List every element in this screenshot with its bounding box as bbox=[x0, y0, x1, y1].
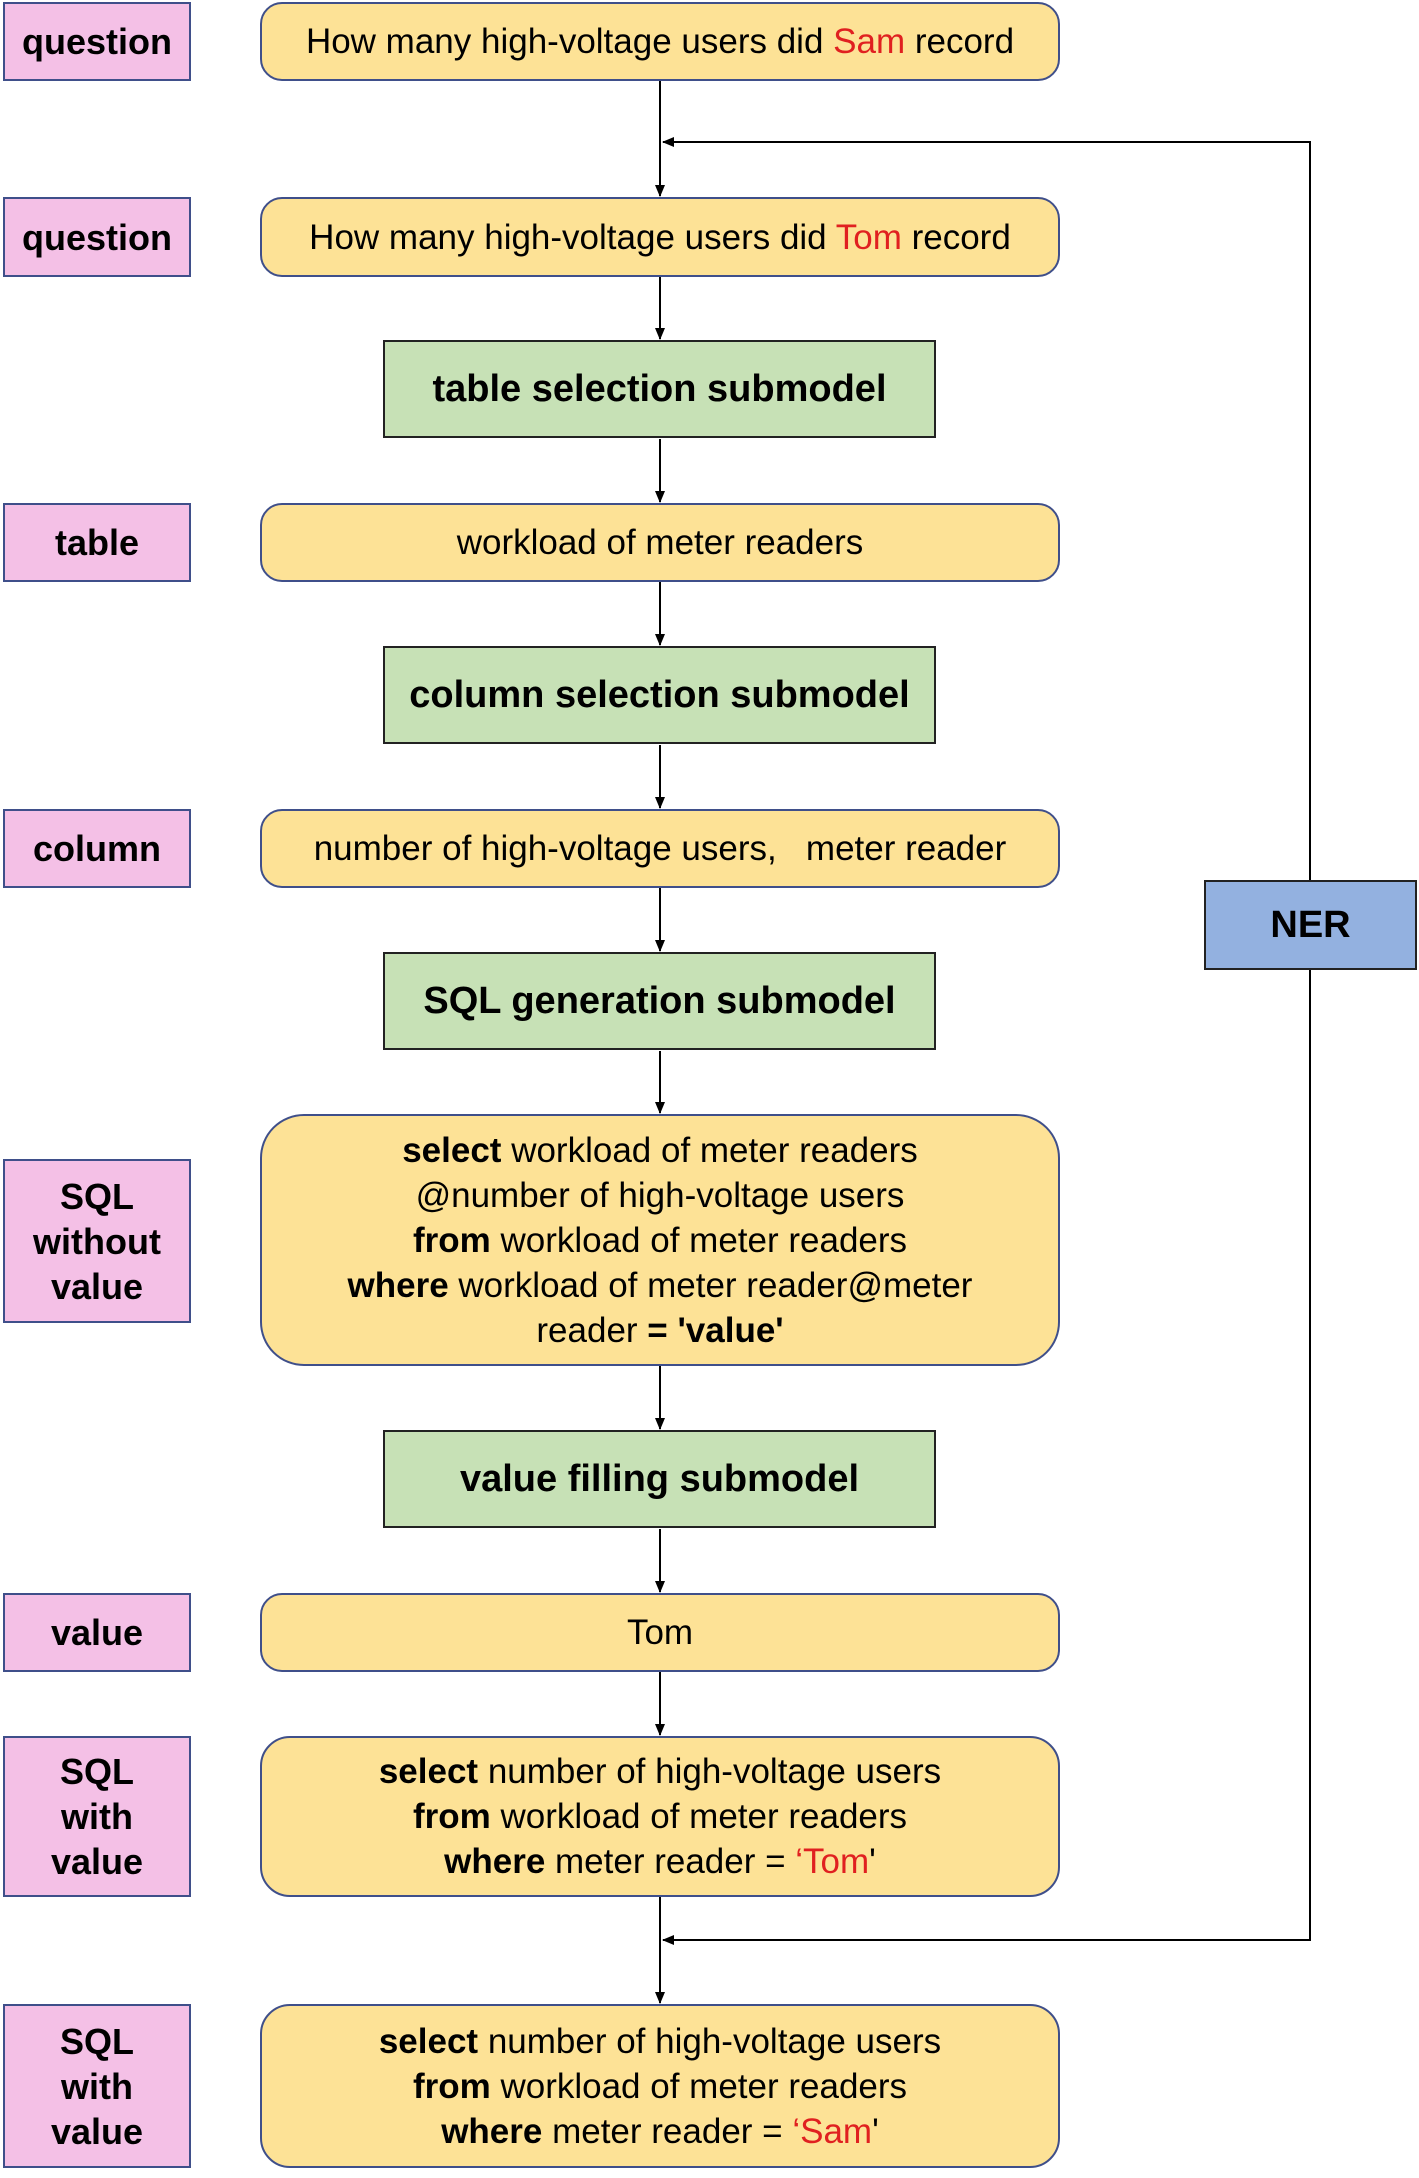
value-output-text: Tom bbox=[626, 1613, 694, 1652]
sql-line-from: from workload of meter readers bbox=[412, 1220, 908, 1260]
label-text: SQL bbox=[59, 1751, 134, 1792]
label-column: column bbox=[3, 809, 191, 888]
table-output-text: workload of meter readers bbox=[456, 523, 864, 562]
label-question-1: question bbox=[3, 2, 191, 81]
question-text: How many high-voltage users did Sam reco… bbox=[305, 22, 1015, 61]
submodel-title: table selection submodel bbox=[432, 367, 887, 410]
label-text: SQL bbox=[59, 1175, 134, 1217]
sql-without-value-box: select workload of meter readers @number… bbox=[260, 1114, 1060, 1366]
ner-label: NER bbox=[1270, 903, 1351, 946]
column-selection-submodel: column selection submodel bbox=[383, 646, 936, 744]
sql-with-value-tom-box: select number of high-voltage users from… bbox=[260, 1736, 1060, 1897]
label-text: question bbox=[22, 216, 172, 258]
highlighted-value: ‘Sam bbox=[792, 2111, 873, 2151]
highlighted-name: Tom bbox=[835, 217, 902, 257]
sql-line-select: select workload of meter readers bbox=[402, 1130, 918, 1170]
label-text: value bbox=[50, 1841, 144, 1882]
sql-generation-submodel: SQL generation submodel bbox=[383, 952, 936, 1050]
label-text: SQL bbox=[59, 2020, 134, 2062]
sql-line-where: where workload of meter reader@meter bbox=[347, 1265, 973, 1305]
label-text: question bbox=[22, 21, 172, 62]
label-text: with bbox=[61, 1796, 133, 1837]
sql-line-select: select number of high-voltage users bbox=[378, 1752, 942, 1791]
sql-line-select: select number of high-voltage users bbox=[378, 2021, 942, 2061]
column-output-box: number of high-voltage users, meter read… bbox=[260, 809, 1060, 888]
label-sql-with-value-1: SQL with value bbox=[3, 1736, 191, 1897]
label-text: value bbox=[50, 2110, 144, 2152]
column-output-text: number of high-voltage users, meter read… bbox=[313, 829, 1007, 868]
highlighted-name: Sam bbox=[833, 22, 906, 61]
ner-box: NER bbox=[1204, 880, 1417, 970]
ner-loop-bottom bbox=[662, 970, 1311, 1945]
submodel-title: SQL generation submodel bbox=[423, 979, 896, 1022]
value-filling-submodel: value filling submodel bbox=[383, 1430, 936, 1528]
label-text: without bbox=[33, 1220, 161, 1262]
label-text: value bbox=[50, 1265, 144, 1307]
sql-line-where: where meter reader = ‘Tom' bbox=[444, 1842, 876, 1881]
label-text: value bbox=[50, 1612, 144, 1653]
label-table: table bbox=[3, 503, 191, 582]
question-text: How many high-voltage users did Tom reco… bbox=[309, 217, 1011, 257]
sql-line-column: @number of high-voltage users bbox=[415, 1175, 905, 1215]
label-value: value bbox=[3, 1593, 191, 1672]
label-text: column bbox=[32, 828, 161, 869]
label-sql-with-value-2: SQL with value bbox=[3, 2004, 191, 2168]
value-output-box: Tom bbox=[260, 1593, 1060, 1672]
sql-line-where: where meter reader = ‘Sam' bbox=[441, 2111, 879, 2151]
sql-line-value: reader = 'value' bbox=[536, 1310, 784, 1350]
question-box-sam: How many high-voltage users did Sam reco… bbox=[260, 2, 1060, 81]
sql-line-from: from workload of meter readers bbox=[412, 1797, 908, 1836]
label-question-2: question bbox=[3, 197, 191, 277]
label-text: table bbox=[54, 522, 140, 563]
label-sql-without-value: SQL without value bbox=[3, 1159, 191, 1323]
sql-line-from: from workload of meter readers bbox=[412, 2066, 908, 2106]
table-selection-submodel: table selection submodel bbox=[383, 340, 936, 438]
sql-with-value-sam-box: select number of high-voltage users from… bbox=[260, 2004, 1060, 2168]
label-text: with bbox=[61, 2065, 133, 2107]
ner-loop-top bbox=[662, 137, 1311, 880]
highlighted-value: ‘Tom bbox=[795, 1842, 870, 1881]
submodel-title: column selection submodel bbox=[409, 673, 910, 716]
submodel-title: value filling submodel bbox=[459, 1457, 860, 1500]
table-output-box: workload of meter readers bbox=[260, 503, 1060, 582]
question-box-tom: How many high-voltage users did Tom reco… bbox=[260, 197, 1060, 277]
